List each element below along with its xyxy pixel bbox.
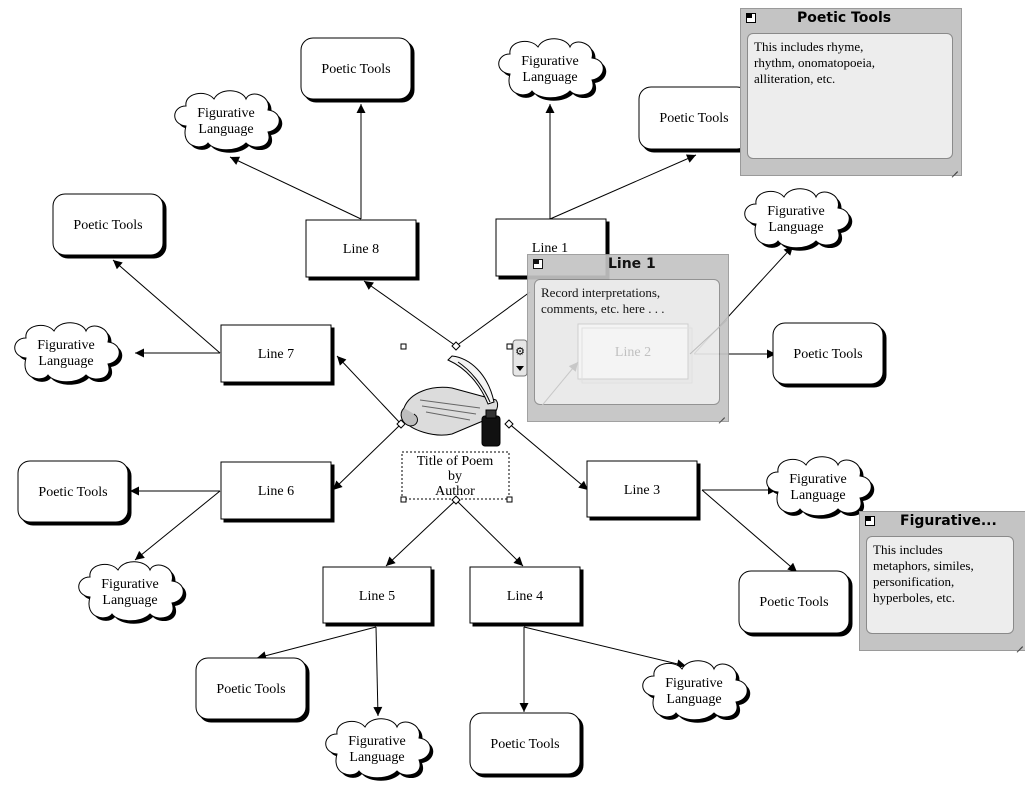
svg-text:Line 3: Line 3: [624, 483, 660, 498]
poetic-tools-node[interactable]: Poetic Tools: [195, 657, 307, 720]
line-node-6[interactable]: Line 6: [220, 461, 332, 520]
note-line-1[interactable]: Line 1 Record interpretations, comments,…: [527, 254, 729, 422]
center-caption-box[interactable]: Title of Poem by Author: [401, 451, 510, 500]
figurative-label-line1: Figurative: [767, 204, 825, 219]
figurative-label-line1: Figurative: [789, 472, 847, 487]
svg-text:Line 6: Line 6: [258, 484, 294, 499]
note-close-icon[interactable]: [865, 516, 875, 526]
poetic-tools-node[interactable]: Poetic Tools: [772, 322, 884, 385]
figurative-label-line1: Figurative: [197, 106, 255, 121]
note-body[interactable]: This includes rhyme, rhythm, onomatopoei…: [747, 33, 953, 159]
poem-title-text: Title of Poem: [417, 454, 494, 469]
poem-author-text: Author: [435, 484, 475, 499]
svg-text:Poetic Tools: Poetic Tools: [793, 347, 862, 362]
svg-text:Poetic Tools: Poetic Tools: [38, 485, 107, 500]
poetic-tools-node[interactable]: Poetic Tools: [738, 570, 850, 634]
note-title-bar[interactable]: Poetic Tools: [741, 9, 961, 29]
node-control-widget[interactable]: ⚙: [512, 339, 528, 377]
svg-text:Line 8: Line 8: [343, 242, 379, 257]
center-connectors: [332, 280, 589, 567]
connection-handles[interactable]: [396, 341, 514, 505]
note-title: Figurative...: [900, 513, 997, 529]
note-title: Line 1: [608, 256, 656, 272]
svg-text:Poetic Tools: Poetic Tools: [759, 595, 828, 610]
svg-text:Poetic Tools: Poetic Tools: [490, 737, 559, 752]
poetic-tools-node[interactable]: Poetic Tools: [52, 193, 164, 256]
note-figurative[interactable]: Figurative... This includes metaphors, s…: [859, 511, 1025, 651]
svg-text:Poetic Tools: Poetic Tools: [73, 218, 142, 233]
note-body[interactable]: This includes metaphors, similes, person…: [866, 536, 1014, 634]
figurative-label-line2: Language: [768, 220, 823, 235]
note-poetic-tools[interactable]: Poetic Tools This includes rhyme, rhythm…: [740, 8, 962, 176]
note-close-icon[interactable]: [533, 259, 543, 269]
svg-text:⚙: ⚙: [515, 345, 525, 358]
line-node-5[interactable]: Line 5: [322, 566, 432, 624]
poetic-tools-node[interactable]: Poetic Tools: [469, 712, 581, 775]
svg-text:Line 7: Line 7: [258, 347, 294, 362]
scroll-quill-icon[interactable]: [400, 355, 501, 447]
figurative-label-line2: Language: [349, 750, 404, 765]
figurative-label-line1: Figurative: [665, 676, 723, 691]
poetic-tools-node[interactable]: Poetic Tools: [638, 86, 750, 150]
resize-grip-icon[interactable]: [1013, 637, 1023, 647]
line-node-7[interactable]: Line 7: [220, 324, 332, 383]
resize-grip-icon[interactable]: [948, 162, 958, 172]
figurative-label-line1: Figurative: [101, 577, 159, 592]
figurative-label-line2: Language: [522, 70, 577, 85]
poem-by-text: by: [448, 469, 462, 484]
figurative-label-line2: Language: [38, 354, 93, 369]
line-node-3[interactable]: Line 3: [586, 460, 698, 518]
selection-handles[interactable]: [400, 343, 513, 503]
svg-text:Poetic Tools: Poetic Tools: [659, 111, 728, 126]
resize-grip-icon[interactable]: [715, 408, 725, 418]
line-node-8[interactable]: Line 8: [305, 219, 417, 278]
note-close-icon[interactable]: [746, 13, 756, 23]
figurative-label-line1: Figurative: [521, 54, 579, 69]
figurative-label-line1: Figurative: [37, 338, 95, 353]
note-title-bar[interactable]: Figurative...: [860, 512, 1025, 532]
svg-text:Poetic Tools: Poetic Tools: [216, 682, 285, 697]
note-title-bar[interactable]: Line 1: [528, 255, 728, 275]
figurative-label-line2: Language: [198, 122, 253, 137]
line-node-4[interactable]: Line 4: [469, 566, 581, 624]
poetic-tools-node[interactable]: Poetic Tools: [300, 37, 412, 100]
svg-text:Line 5: Line 5: [359, 589, 395, 604]
figurative-label-line1: Figurative: [348, 734, 406, 749]
poetic-tools-node[interactable]: Poetic Tools: [17, 460, 129, 523]
note-title: Poetic Tools: [797, 10, 892, 26]
svg-text:Poetic Tools: Poetic Tools: [321, 62, 390, 77]
figurative-label-line2: Language: [102, 593, 157, 608]
svg-text:Line 4: Line 4: [507, 589, 543, 604]
figurative-label-line2: Language: [790, 488, 845, 503]
figurative-label-line2: Language: [666, 692, 721, 707]
note-body[interactable]: Record interpretations, comments, etc. h…: [534, 279, 720, 405]
svg-text:Line 1: Line 1: [532, 241, 568, 256]
